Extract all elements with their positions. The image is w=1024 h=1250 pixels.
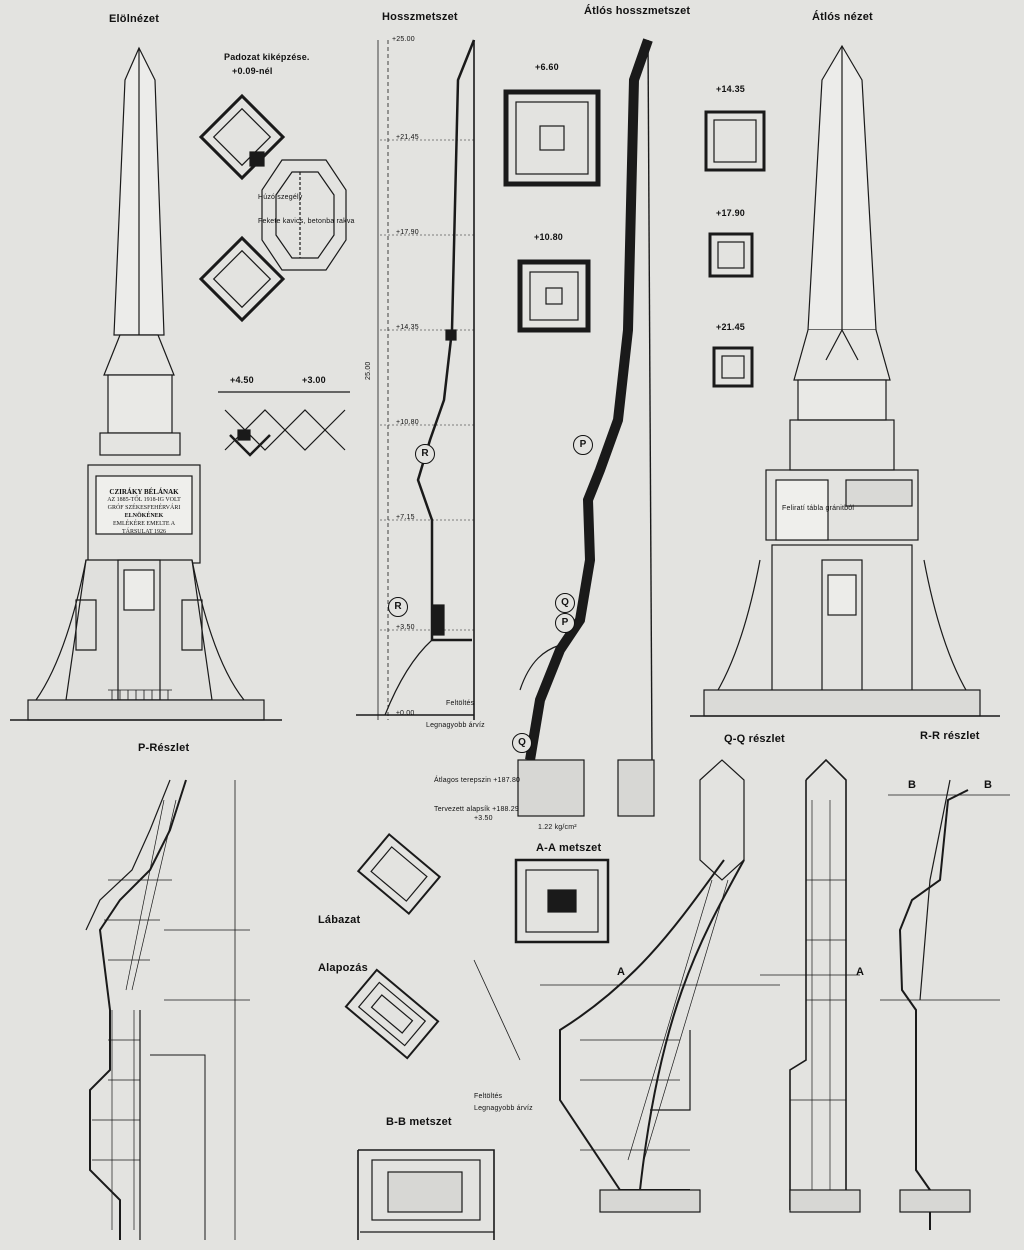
plaque-line-6: TÁRSULAT 1926 [121, 529, 167, 535]
avg-terrain-note: Átlagos terepszin +187.80 [434, 777, 521, 784]
p-detail-drawing [85, 779, 250, 1240]
qq-detail-title: Q-Q részlet [724, 733, 785, 745]
marker-r-upper: R [415, 444, 435, 464]
concrete-note: Fekete kavics, betonba rakva [258, 218, 355, 225]
diagonal-section-drawing [503, 38, 655, 817]
highest-water-note: Legnagyobb árvíz [426, 722, 485, 729]
aa-section-drawing [514, 858, 780, 1213]
front-view-title: Elölnézet [109, 13, 160, 25]
elevation-mark-1435: +14.35 [396, 324, 419, 331]
plinth-plan-drawing [198, 93, 347, 323]
aa-section-title: A-A metszet [536, 842, 602, 854]
section-level-660: +6.60 [535, 62, 559, 72]
elevation-mark-715: +7.15 [396, 514, 415, 521]
plinth-foundation-plans [344, 832, 521, 1061]
section-level-1080: +10.80 [534, 232, 563, 242]
marker-q-lower: Q [512, 733, 532, 753]
aa-fill-note: Feltöltés [474, 1093, 503, 1100]
diagonal-view-title: Átlós nézet [812, 11, 873, 23]
fill-top-note: Feltöltés [446, 700, 475, 707]
plinth-label: Lábazat [318, 914, 361, 926]
marker-q-upper: Q [555, 593, 575, 613]
plaque-name: CZIRÁKY BÉLÁNAK [109, 488, 179, 496]
rr-detail-drawing [880, 779, 1010, 1230]
marker-r-lower: R [388, 597, 408, 617]
elevation-mark-1790: +17.90 [396, 229, 419, 236]
planned-foundation-note: Tervezett alapsík +188.29 [434, 806, 519, 813]
plaque-line-5: EMLÉKÉRE EMELTE A [112, 521, 176, 527]
plaque-line-2: AZ 1885-TŐL 1918-IG VOLT [107, 497, 181, 503]
marker-p-lower: P [555, 613, 575, 633]
rr-detail-title: R-R részlet [920, 730, 980, 742]
aa-highest-water-note: Legnagyobb árvíz [474, 1105, 533, 1112]
bb-section-title: B-B metszet [386, 1116, 452, 1128]
plinth-design-title: Padozat kiképzése. [224, 52, 310, 62]
qq-detail-drawing [699, 758, 861, 1213]
section-arrow-a-left: A [617, 966, 626, 978]
foundation-offset-note: +3.50 [474, 815, 493, 822]
section-level-300: +3.00 [302, 375, 326, 385]
plaque-label-note: Feliratí tábla gránitból [782, 505, 855, 512]
longitudinal-section-drawing [356, 39, 476, 720]
section-level-1435: +14.35 [716, 84, 745, 94]
section-level-2145: +21.45 [716, 322, 745, 332]
elevation-mark-350: +3.50 [396, 624, 415, 631]
plinth-design-level: +0.09-nél [232, 66, 273, 76]
diagonal-section-title: Átlós hosszmetszet [584, 5, 691, 17]
total-height-mark: 25.00 [365, 361, 372, 380]
foundation-label: Alapozás [318, 962, 368, 974]
plaque-line-3: GRÓF SZÉKESFEHÉRVÁRI [107, 505, 181, 511]
front-view-obelisk [10, 46, 282, 721]
curb-note: Húzó szegély [258, 194, 303, 201]
section-level-1790: +17.90 [716, 208, 745, 218]
soil-load-note: 1.22 kg/cm² [538, 824, 577, 831]
diagonal-view-obelisk [690, 44, 1000, 717]
level-section-plan [218, 391, 350, 457]
marker-p-upper: P [573, 435, 593, 455]
elevation-mark-2145: +21.45 [396, 134, 419, 141]
plaque-line-4: ELNÖKÉNEK [124, 513, 164, 519]
section-arrow-a-right: A [856, 966, 865, 978]
section-arrow-b-left: B [908, 779, 917, 791]
elevation-mark-000: ±0.00 [396, 710, 415, 717]
section-arrow-b-right: B [984, 779, 993, 791]
longitudinal-section-title: Hosszmetszet [382, 11, 458, 23]
bb-section-drawing [357, 1149, 495, 1240]
elevation-mark-1080: +10.80 [396, 419, 419, 426]
elevation-mark-top: +25.00 [392, 36, 415, 43]
section-level-450: +4.50 [230, 375, 254, 385]
memorial-plaque: CZIRÁKY BÉLÁNAK AZ 1885-TŐL 1918-IG VOLT… [100, 488, 188, 536]
p-detail-title: P-Részlet [138, 742, 190, 754]
